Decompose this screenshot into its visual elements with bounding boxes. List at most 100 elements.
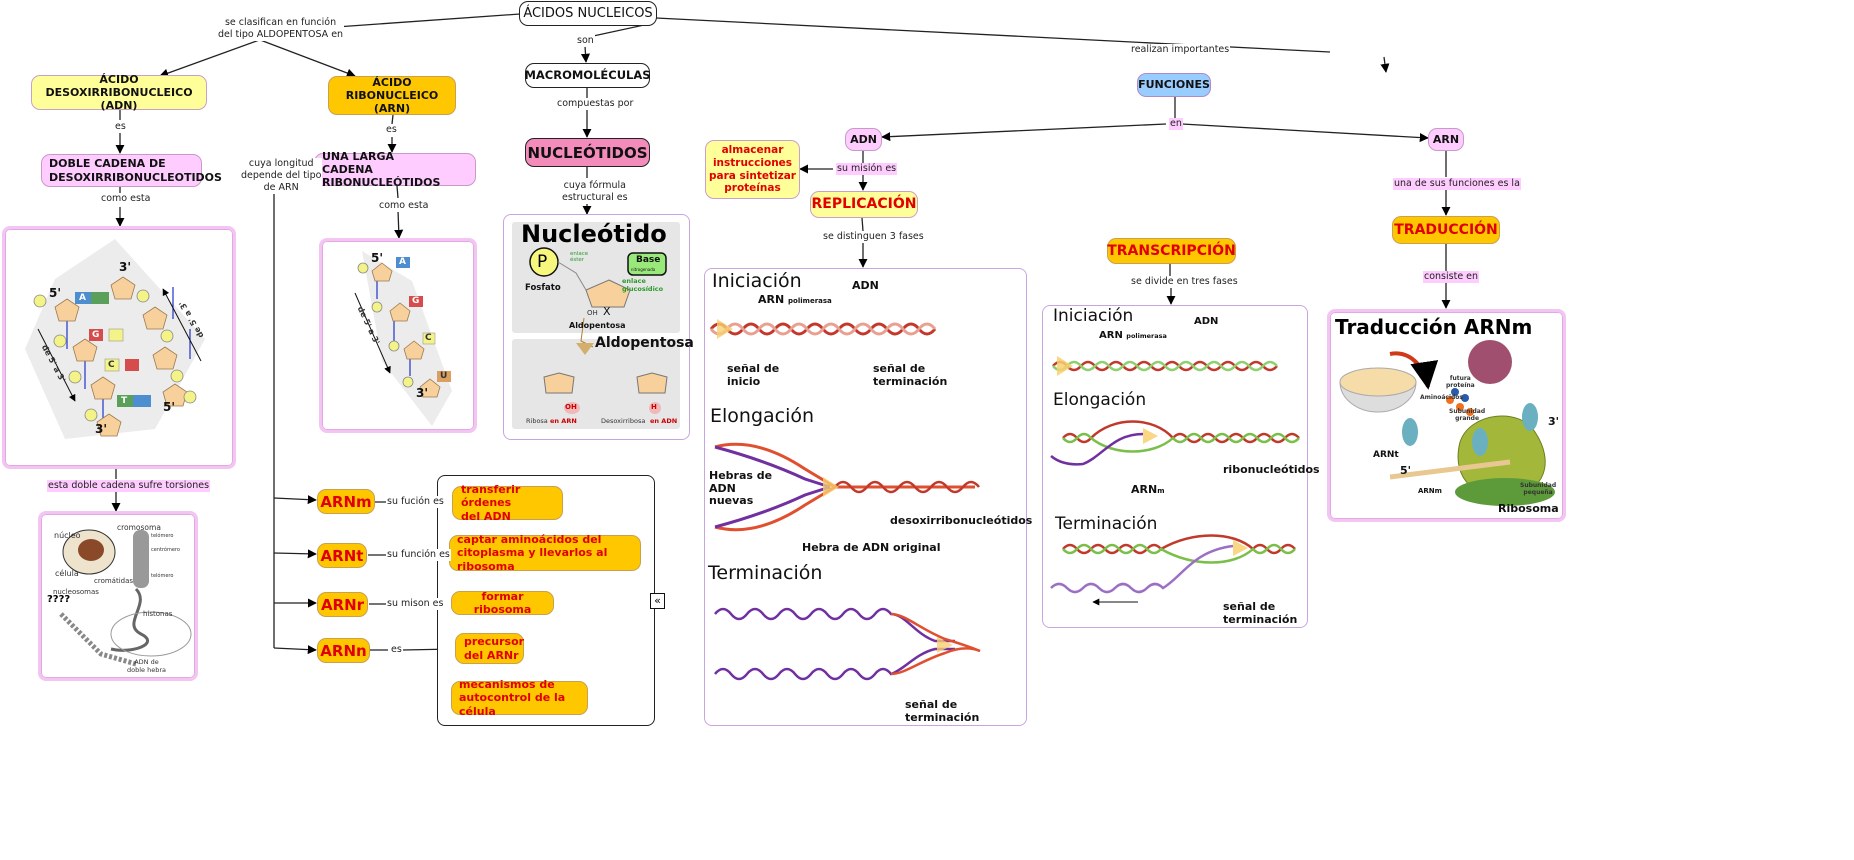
tl-futura-proteina: futura proteína (1446, 375, 1475, 389)
dna-base-g: G (92, 330, 100, 340)
node-macromoleculas[interactable]: MACROMOLÉCULAS (524, 63, 651, 88)
translation-image[interactable]: Traducción ARNm futura proteína Aminoáci… (1327, 309, 1566, 522)
label-enlace-glucosidico: enlace glucosídico (622, 277, 664, 293)
node-replicacion[interactable]: REPLICACIÓN (810, 191, 918, 218)
rna-label-5prime: 5' (371, 251, 384, 265)
rna-single-diagram (354, 251, 452, 426)
tl-arnt: ARNt (1373, 450, 1399, 460)
node-arnr[interactable]: ARNr (317, 592, 368, 617)
node-acido-desoxirribonucleico[interactable]: ÁCIDO DESOXIRRIBONUCLEICO (ADN) (31, 73, 207, 112)
replication-terminacion: Terminación (708, 562, 823, 584)
tl-aminoacidos: Aminoácidos (1420, 394, 1463, 401)
tl-subunidad-grande: Subunidad grande (1449, 408, 1486, 422)
node-transcripcion[interactable]: TRANSCRIPCIÓN (1107, 238, 1236, 264)
arnm-label: ARN (1131, 483, 1158, 496)
chromosome-image[interactable]: núcleo célula cromosoma telómero centróm… (38, 511, 198, 681)
polimerasa-label: polimerasa (788, 297, 832, 305)
dna-base-a: A (79, 293, 86, 303)
link-label-su-mison: su mison es (386, 598, 445, 610)
replication-elongacion: Elongación (710, 405, 815, 427)
node-arn-funcion[interactable]: ARN (1428, 128, 1464, 151)
tr-arn-polimerasa: ARN polimerasa (1099, 330, 1167, 342)
transcription-image[interactable]: Iniciación ARN polimerasa ADN Elongación… (1042, 305, 1320, 628)
rna-base-g: G (412, 296, 420, 306)
label-aldopentosa: Aldopentosa (569, 321, 626, 330)
rna-label-3prime: 3' (416, 386, 429, 400)
tl-arnm: ARNm (1418, 487, 1442, 495)
edge-root-clasifican (321, 13, 521, 29)
label-fosfato: Fosfato (525, 283, 561, 293)
link-label-son: son (576, 35, 595, 47)
edge-replic-fases (862, 217, 863, 267)
edge-clasifican-adn (159, 37, 266, 78)
edge-clasifican-arn (254, 37, 356, 78)
tl-ribosoma: Ribosoma (1498, 502, 1559, 515)
link-label-en: en (1169, 118, 1183, 130)
node-traduccion[interactable]: TRADUCCIÓN (1392, 216, 1500, 244)
node-funciones[interactable]: FUNCIONES (1137, 73, 1211, 97)
ribosa-oh: OH (565, 403, 577, 411)
desoxi-h: H (651, 403, 657, 411)
node-nucleotidos[interactable]: NUCLEÓTIDOS (525, 138, 650, 167)
rna-single-strand-image[interactable]: 5' 3' A G C U de 5' a 3' (319, 238, 477, 433)
node-doble-cadena[interactable]: DOBLE CADENA DE DESOXIRRIBONUCLEOTIDOS (41, 154, 222, 187)
label-oh: OH (587, 309, 598, 317)
link-label-es-adn: es (114, 121, 127, 133)
chrom-label-nucleosomas: nucleosomas (53, 588, 99, 596)
dna-base-t: T (121, 396, 128, 406)
node-adn-funcion[interactable]: ADN (845, 128, 882, 151)
edge-larga-img (397, 185, 399, 238)
node-formar-ribosoma[interactable]: formar ribosoma (451, 590, 554, 616)
translation-diagram (1339, 340, 1555, 506)
node-acido-ribonucleico[interactable]: ÁCIDO RIBONUCLEICO (ARN) (328, 76, 456, 115)
node-arnn[interactable]: ARNn (317, 638, 370, 663)
link-label-es-arnn: es (390, 644, 403, 656)
edge-to-arnt (273, 549, 317, 559)
rep-senal-terminacion: señal de terminación (873, 362, 948, 388)
node-almacenar[interactable]: almacenar instrucciones para sintetizar … (705, 140, 800, 199)
root-node[interactable]: ÁCIDOS NUCLEICOS (519, 1, 657, 26)
dna-double-diagram (25, 239, 205, 439)
dna-label-3prime-bottom: 3' (95, 422, 108, 436)
sugar-rings (543, 372, 668, 414)
rep-senal-terminacion-2: señal de terminación (905, 698, 980, 724)
dna-label-3prime-top: 3' (119, 260, 132, 274)
edge-transc-fases (1170, 263, 1171, 304)
rna-base-c: C (425, 333, 432, 343)
polimerasa-label: polimerasa (1126, 332, 1167, 340)
transcription-helices (1050, 356, 1300, 606)
label-ribosa: Ribosa (526, 417, 548, 425)
link-label-su-mision: su misión es (836, 163, 898, 175)
tl-5prime: 5' (1400, 464, 1412, 477)
link-label-su-funcion: su función es (386, 549, 451, 561)
phosphate-letter: P (537, 252, 548, 272)
nucleotide-diagram (529, 247, 667, 355)
node-larga-cadena[interactable]: UNA LARGA CADENA RIBONUCLEÓTIDOS (314, 150, 476, 189)
node-captar[interactable]: captar aminoácidos del citoplasma y llev… (449, 533, 641, 573)
node-precursor[interactable]: precursor del ARNr (455, 633, 524, 664)
translation-title: Traducción ARNm (1335, 315, 1533, 339)
label-x: X (603, 305, 611, 318)
chrom-label-celula: célula (55, 569, 79, 578)
label-desoxi-en-adn: en ADN (650, 417, 678, 425)
link-label-consiste: consiste en (1423, 271, 1480, 283)
rep-hebras-nuevas: Hebras de ADN nuevas (709, 469, 773, 508)
edge-en-arn (1181, 123, 1429, 143)
link-label-clasifican: se clasifican en función del tipo ALDOPE… (217, 17, 345, 41)
node-arnt[interactable]: ARNt (317, 543, 367, 568)
nucleotide-structure-image[interactable]: Nucleótido P Fosfato enlace éster Base n… (503, 214, 694, 440)
arn-label: ARN (758, 293, 785, 306)
label-enlace-ester: enlace éster (570, 251, 589, 263)
replication-image[interactable]: Iniciación ARN polimerasa ADN señal de i… (704, 268, 1032, 726)
link-label-se-distinguen: se distinguen 3 fases (822, 231, 925, 243)
label-base-nitrogenada: nitrogenada (631, 267, 656, 272)
link-label-se-divide: se divide en tres fases (1130, 276, 1239, 288)
rep-senal-inicio: señal de inicio (727, 362, 780, 388)
collapse-group-button[interactable]: « (650, 593, 665, 609)
link-label-cuya-formula: cuya fórmula estructural es (561, 180, 629, 204)
chrom-label-telomero-1: telómero (151, 533, 174, 539)
node-transferir[interactable]: transferir órdenes del ADN (452, 483, 563, 523)
dna-double-strand-image[interactable]: 5' 3' 3' 5' A G C T de 5' a 3' de 5' a 3… (2, 226, 236, 469)
node-arnm[interactable]: ARNm (317, 489, 375, 514)
node-mecanismos[interactable]: mecanismos de autocontrol de la célula (451, 678, 588, 718)
